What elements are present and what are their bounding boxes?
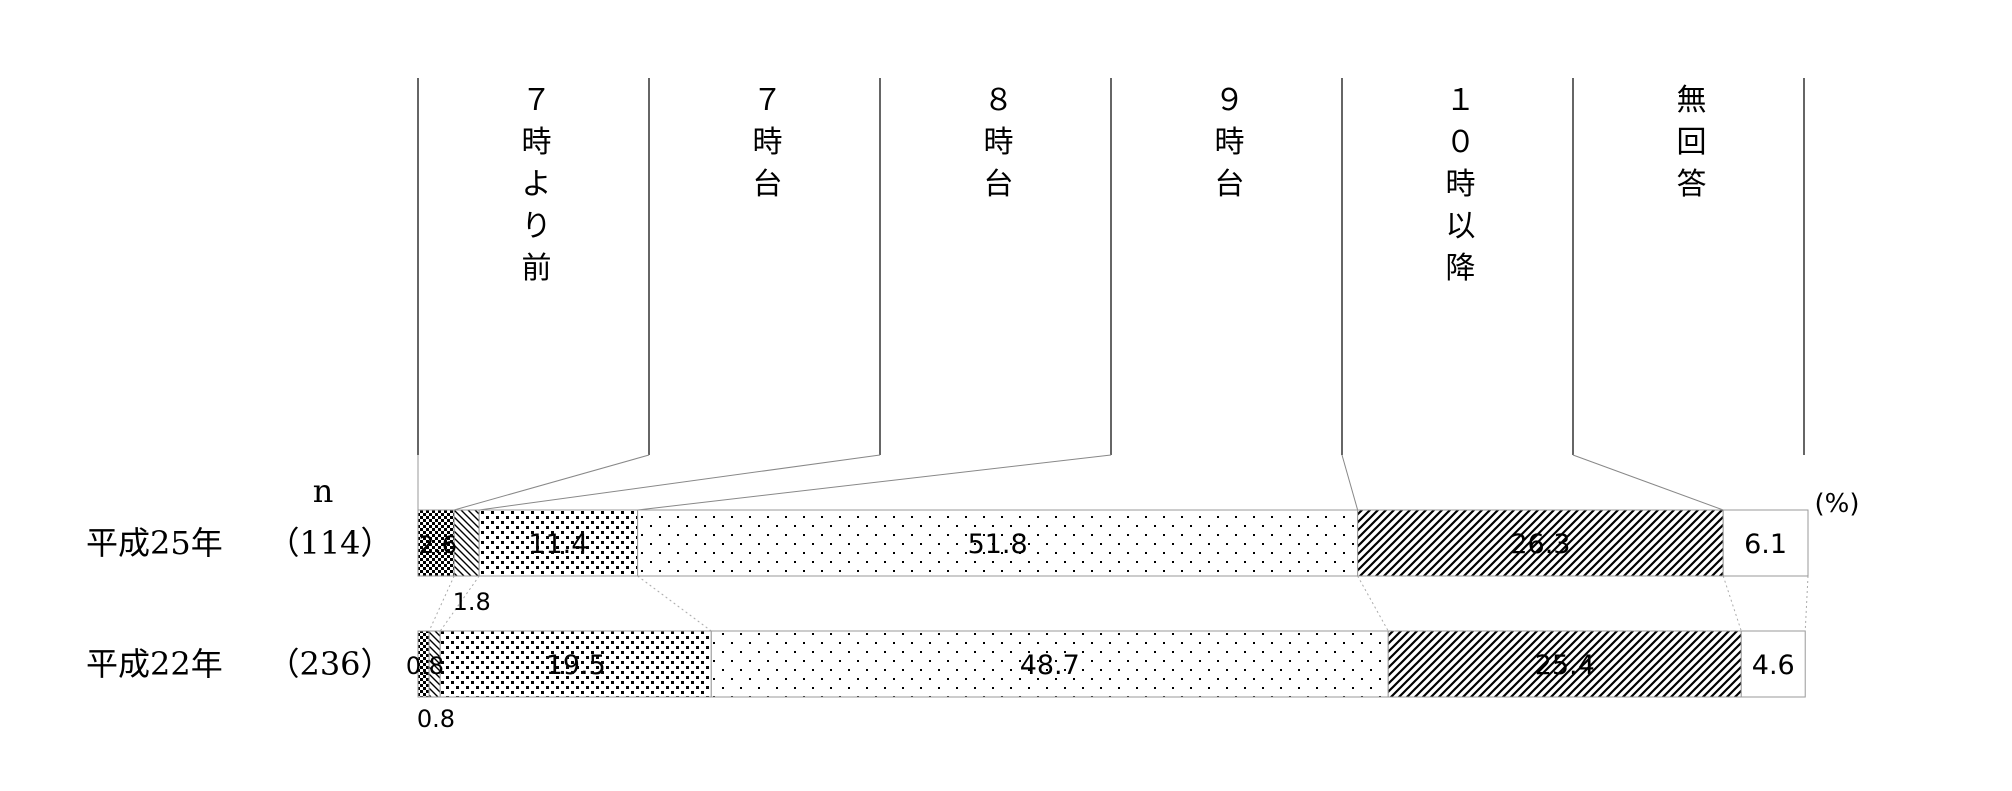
bar-segment-1-4 bbox=[637, 509, 1359, 577]
legend-leader bbox=[1572, 454, 1724, 511]
row-connector bbox=[428, 575, 455, 632]
row-labels: 平成25年 （114） 平成22年 （236） bbox=[86, 524, 393, 683]
value-label: 25.4 bbox=[1535, 650, 1595, 681]
bar-segment-1-5 bbox=[1357, 509, 1724, 577]
value-label: 1.8 bbox=[453, 588, 491, 616]
n-header: n bbox=[313, 472, 334, 510]
unit-label: (%) bbox=[1815, 489, 1860, 519]
row-connector bbox=[1804, 575, 1809, 632]
value-label: 2.6 bbox=[419, 531, 457, 559]
value-label: 4.6 bbox=[1752, 650, 1795, 681]
bar-segment-1-3 bbox=[478, 509, 639, 577]
legend-label-2: ７時台 bbox=[753, 83, 783, 202]
bar-segment-1-1 bbox=[417, 509, 455, 577]
legend-leader bbox=[1341, 454, 1359, 511]
legend-leader bbox=[637, 454, 1112, 511]
legend-header: ７時より前 ７時台 ８時台 ９時台 １０時以降 無回答 bbox=[417, 78, 1805, 511]
value-label: 19.5 bbox=[546, 650, 606, 681]
bar-segment-2-6 bbox=[1740, 630, 1806, 698]
bar-segment-1-2 bbox=[453, 509, 480, 577]
legend-label-4: ９時台 bbox=[1215, 83, 1245, 202]
legend-label-3: ８時台 bbox=[984, 83, 1014, 202]
row-connector bbox=[1357, 575, 1389, 632]
value-label: 0.8 bbox=[406, 652, 444, 680]
legend-label-1: ７時より前 bbox=[522, 83, 552, 286]
row-n: （114） bbox=[267, 524, 392, 562]
bar-segment-2-5 bbox=[1387, 630, 1742, 698]
bar-segment-1-6 bbox=[1722, 509, 1809, 577]
value-label: 6.1 bbox=[1744, 529, 1787, 560]
row-n: （236） bbox=[267, 645, 392, 683]
row-connector bbox=[1722, 575, 1742, 632]
row-connector bbox=[439, 575, 480, 632]
bar-segment-2-3 bbox=[439, 630, 712, 698]
bar-segment-2-4 bbox=[710, 630, 1389, 698]
value-label: 48.7 bbox=[1020, 650, 1080, 681]
value-label: 11.4 bbox=[528, 529, 588, 560]
legend-leader bbox=[479, 454, 881, 511]
value-label: 51.8 bbox=[968, 529, 1028, 560]
legend-leader bbox=[454, 454, 650, 511]
row-label-平成22年: 平成22年 bbox=[86, 645, 223, 683]
value-label: 26.3 bbox=[1510, 529, 1570, 560]
segment-connectors bbox=[428, 575, 1809, 632]
bar-rows: 11.4 51.8 26.3 6.1 2.6 1.8 19.5 48.7 25.4 4.6 0.8 0… bbox=[406, 509, 1809, 733]
row-label-平成25年: 平成25年 bbox=[86, 524, 223, 562]
row-connector bbox=[637, 575, 712, 632]
legend-label-6: 無回答 bbox=[1677, 83, 1707, 202]
legend-label-5: １０時以降 bbox=[1446, 83, 1476, 286]
value-label: 0.8 bbox=[417, 705, 455, 733]
